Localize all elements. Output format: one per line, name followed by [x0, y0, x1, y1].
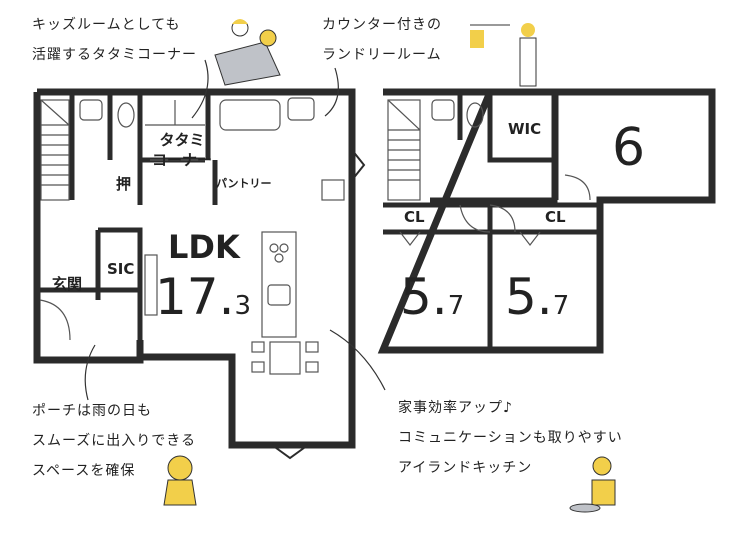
room-label: タタミ [159, 131, 205, 149]
room-wic: WIC [508, 120, 542, 138]
room-oshiire: 押 [116, 175, 132, 193]
note-line: カウンター付きの [322, 17, 442, 33]
ldk-size-main: 17. [155, 268, 235, 326]
room-sic: SIC [107, 260, 135, 278]
room-6: 6 [612, 118, 646, 178]
room-pantry: パントリー [216, 177, 272, 190]
child-raincoat-illustration [163, 455, 197, 506]
closet-1: CL [404, 208, 425, 226]
note-line: キッズルームとしても [32, 17, 181, 33]
ldk-size-decimal: 3 [234, 291, 252, 321]
leader-kitchen [329, 329, 386, 391]
sofa [144, 254, 158, 316]
room-a-size: 5.7 [400, 268, 464, 326]
bathtub [219, 99, 281, 131]
chef-illustration [569, 456, 616, 513]
leader-laundry [324, 67, 339, 117]
note-line: スムーズに出入りできる [32, 433, 197, 449]
closet-2: CL [545, 208, 566, 226]
stairs-2f [387, 99, 421, 201]
leader-tatami [191, 59, 209, 119]
sink-1f [79, 99, 103, 121]
ldk-size: 17.3 [155, 268, 251, 326]
note-line: スペースを確保 [32, 463, 136, 479]
room-tatami: タタミ コーナー [152, 130, 212, 170]
note-line: 活躍するタタミコーナー [32, 47, 197, 63]
leader-porch [84, 344, 96, 401]
tatami-grid [145, 100, 205, 161]
note-tatami: キッズルームとしても 活躍するタタミコーナー [32, 10, 197, 70]
laundry-illustration [470, 23, 537, 87]
floor1-inner-walls [37, 92, 218, 357]
note-kitchen: 家事効率アップ♪ コミュニケーションも取りやすい アイランドキッチン [398, 393, 623, 483]
toilet-2f [466, 102, 484, 128]
kitchen-counter [261, 231, 297, 338]
room-a-size-main: 5. [400, 268, 448, 326]
note-line: ポーチは雨の日も [32, 403, 152, 419]
room-b-size-main: 5. [505, 268, 553, 326]
stairs-1f [40, 99, 70, 201]
room-b-size-decimal: 7 [552, 291, 570, 321]
note-line: アイランドキッチン [398, 460, 533, 476]
note-laundry: カウンター付きの ランドリールーム [322, 10, 442, 70]
dining-table [269, 341, 301, 375]
note-line: 家事効率アップ♪ [398, 400, 513, 416]
side-window [351, 149, 366, 181]
doors [39, 174, 591, 341]
kids-illustration [214, 19, 281, 86]
note-porch: ポーチは雨の日も スムーズに出入りできる スペースを確保 [32, 396, 196, 486]
note-line: ランドリールーム [322, 47, 442, 63]
room-a-size-decimal: 7 [447, 291, 465, 321]
room-label: コーナー [152, 151, 213, 169]
room-genkan: 玄関 [52, 275, 83, 293]
sink-laundry [287, 97, 315, 121]
ldk-label: LDK [168, 228, 240, 266]
room-b-size: 5.7 [505, 268, 569, 326]
sink-2f [431, 99, 455, 121]
bay-window [271, 444, 309, 460]
toilet-1f [117, 102, 135, 128]
fridge [321, 179, 345, 201]
note-line: コミュニケーションも取りやすい [398, 430, 623, 446]
